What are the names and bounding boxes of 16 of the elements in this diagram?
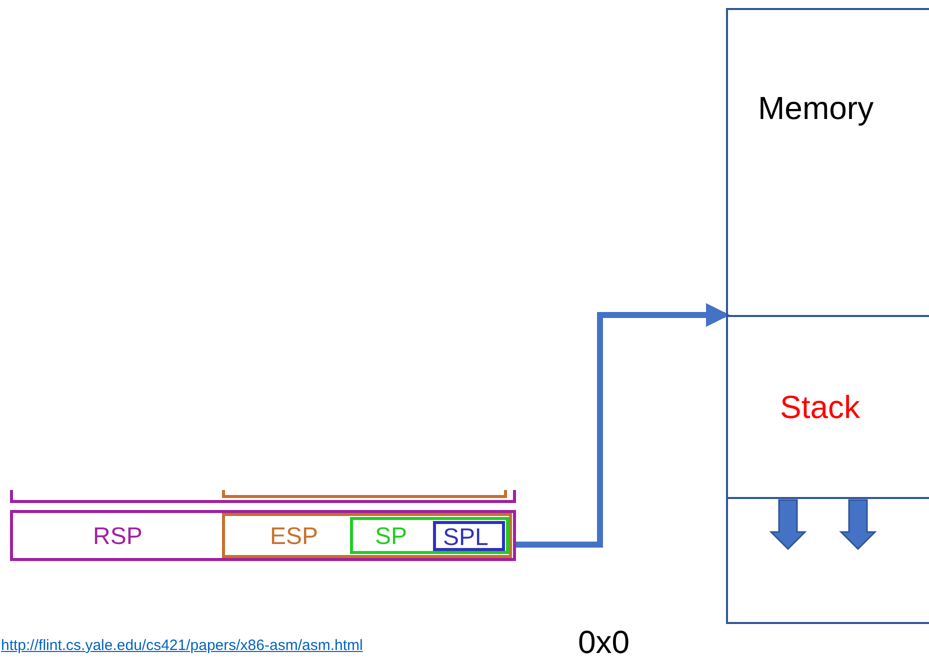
- register-box: [10, 510, 516, 561]
- address-label: 0x0: [578, 624, 630, 661]
- source-link: http://flint.cs.yale.edu/cs421/papers/x86-asm/asm.html: [1, 637, 363, 654]
- node-label: RSP: [93, 523, 142, 551]
- stack-growth-region: [726, 497, 929, 624]
- node-label: Stack: [780, 389, 860, 426]
- node-label: Memory: [758, 90, 874, 127]
- arrow: [516, 303, 730, 548]
- node-label: SP: [375, 523, 408, 551]
- node-label: SPL: [443, 524, 488, 552]
- register-box: [222, 513, 512, 558]
- memory-region: [726, 8, 929, 317]
- register-box: [433, 521, 505, 551]
- register-box: [350, 517, 509, 554]
- register-row: [10, 490, 516, 503]
- node-label: ESP: [270, 523, 318, 551]
